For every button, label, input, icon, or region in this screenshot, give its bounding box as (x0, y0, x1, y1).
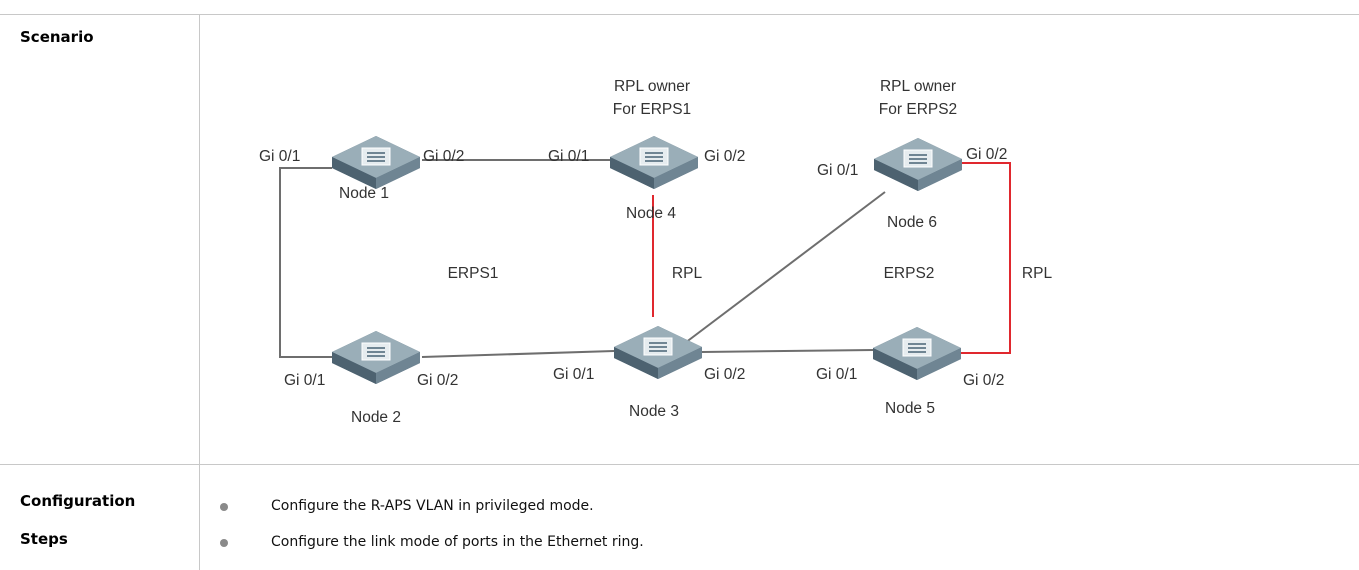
ring-label-erps1: ERPS1 (448, 265, 499, 282)
rpl-label-1: RPL (672, 265, 703, 282)
node-6-label: Node 6 (887, 214, 937, 231)
owner-erps2-line1: RPL owner (880, 78, 956, 95)
owner-erps1-line2: For ERPS1 (613, 101, 691, 118)
scenario-label: Scenario (20, 28, 94, 46)
port-n2-left: Gi 0/1 (284, 372, 325, 389)
node-1-switch-icon (331, 135, 421, 190)
table-top-border (0, 14, 1359, 15)
node-6-switch-icon (873, 137, 963, 192)
port-n6-right: Gi 0/2 (966, 146, 1007, 163)
step-bullet-2 (220, 539, 228, 547)
node-4-label: Node 4 (626, 205, 676, 222)
link-node1-node2 (279, 167, 332, 358)
node-1-label: Node 1 (339, 185, 389, 202)
steps-label: Steps (20, 530, 68, 548)
link-node3-node5 (701, 349, 875, 353)
step-text-2: Configure the link mode of ports in the … (271, 534, 644, 550)
port-n4-left: Gi 0/1 (548, 148, 589, 165)
node-5-label: Node 5 (885, 400, 935, 417)
port-n2-right: Gi 0/2 (417, 372, 458, 389)
link-node2-node3 (421, 350, 615, 358)
link-node3-node6 (684, 191, 886, 344)
owner-erps2-line2: For ERPS2 (879, 101, 957, 118)
port-n5-left: Gi 0/1 (816, 366, 857, 383)
rpl-link-node5-node6 (960, 162, 1011, 354)
configuration-label: Configuration (20, 492, 136, 510)
node-3-label: Node 3 (629, 403, 679, 420)
node-2-label: Node 2 (351, 409, 401, 426)
port-n3-left: Gi 0/1 (553, 366, 594, 383)
port-n6-left: Gi 0/1 (817, 162, 858, 179)
column-divider (199, 14, 200, 570)
ring-label-erps2: ERPS2 (884, 265, 935, 282)
rpl-label-2: RPL (1022, 265, 1053, 282)
port-n1-right: Gi 0/2 (423, 148, 464, 165)
port-n5-right: Gi 0/2 (963, 372, 1004, 389)
erps-topology-diagram: RPL owner For ERPS1 RPL owner For ERPS2 … (259, 78, 1053, 426)
node-4-switch-icon (609, 135, 699, 190)
owner-erps1-line1: RPL owner (614, 78, 690, 95)
port-n1-left: Gi 0/1 (259, 148, 300, 165)
step-bullet-1 (220, 503, 228, 511)
port-n4-right: Gi 0/2 (704, 148, 745, 165)
row-divider (0, 464, 1359, 465)
node-2-switch-icon (331, 330, 421, 385)
port-n3-right: Gi 0/2 (704, 366, 745, 383)
step-text-1: Configure the R-APS VLAN in privileged m… (271, 498, 594, 514)
node-5-switch-icon (872, 326, 962, 381)
node-3-switch-icon (613, 325, 703, 380)
